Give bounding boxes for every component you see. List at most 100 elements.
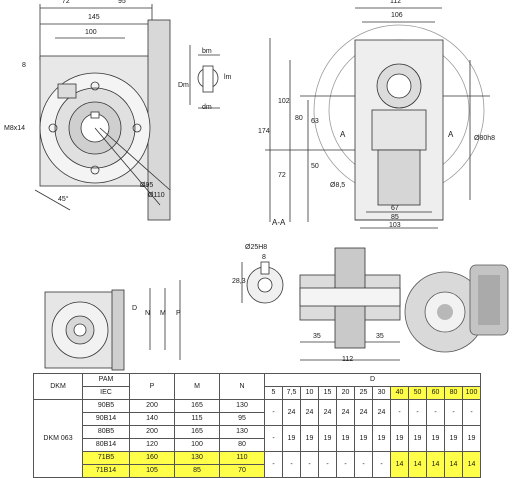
- p-cell: 105: [129, 464, 175, 478]
- d-cell: -: [444, 399, 463, 426]
- dim-50: 50: [311, 163, 319, 170]
- dim-72: 72: [62, 0, 70, 5]
- d-value-header: 7,5: [282, 386, 301, 400]
- table-row: 90B14 140 115 95: [34, 412, 481, 426]
- drawing-canvas: [34, 4, 509, 371]
- dim-100: 100: [85, 29, 97, 36]
- motor-side-view: [44, 280, 181, 371]
- d-cell: 19: [318, 425, 337, 452]
- dim-72-side: 72: [278, 172, 286, 179]
- d-value-header: 20: [336, 386, 355, 400]
- p-cell: 200: [129, 425, 175, 439]
- d-cell: 24: [336, 399, 355, 426]
- shaft-key-width-label: 8: [262, 254, 266, 261]
- dim-8-small: 8: [22, 62, 26, 69]
- d-cell: -: [282, 451, 301, 478]
- d-value-header: 40: [390, 386, 409, 400]
- d-cell: -: [264, 451, 283, 478]
- hollow-dim-left: 35: [313, 333, 321, 340]
- section-mark-left: A: [340, 130, 346, 139]
- d-cell: 24: [300, 399, 319, 426]
- table-row: 71B14 105 85 70: [34, 464, 481, 478]
- d-value-header: 15: [318, 386, 337, 400]
- shaft-dia-label: Ø80h8: [474, 135, 496, 142]
- shaft-key-height-label: 28,3: [232, 278, 246, 285]
- dim-63: 63: [311, 118, 319, 125]
- dim-103: 103: [389, 222, 401, 229]
- lm-label: lm: [224, 74, 232, 81]
- col-p-header: P: [129, 373, 175, 400]
- d-cell: 14: [462, 451, 481, 478]
- model-cell: DKM 063: [33, 399, 83, 478]
- d-value-header: 10: [300, 386, 319, 400]
- pam-cell: 90B14: [82, 412, 130, 426]
- side-view: [265, 7, 490, 229]
- p-cell: 120: [129, 438, 175, 452]
- d-value-header: 30: [372, 386, 391, 400]
- table-row: 80B5 200 165 130 - 19 19 19 19 19 19 19 …: [34, 425, 481, 452]
- dia-95-label: Ø95: [140, 182, 154, 189]
- d-cell: 19: [462, 425, 481, 452]
- d-cell: -: [264, 425, 283, 452]
- col-pam-header: PAM: [82, 373, 130, 387]
- col-dkm-header: DKM: [33, 373, 83, 400]
- dim-95: 95: [118, 0, 126, 5]
- dim-112-top: 112: [390, 0, 402, 5]
- n-cell: 130: [219, 425, 265, 439]
- p-cell: 200: [129, 399, 175, 413]
- d-cell: 14: [390, 451, 409, 478]
- dim-106: 106: [391, 12, 403, 19]
- d-cell: -: [462, 399, 481, 426]
- d-cell: 19: [300, 425, 319, 452]
- shaft-key-detail: [241, 261, 284, 304]
- pam-cell: 71B14: [82, 464, 130, 478]
- table-row: DKM 063 90B5 200 165 130 - 24 24 24 24 2…: [33, 399, 481, 478]
- hollow-dim-right: 35: [376, 333, 384, 340]
- d-cell: 19: [444, 425, 463, 452]
- motor-label-d: D: [132, 305, 138, 312]
- pam-cell: 80B14: [82, 438, 130, 452]
- m-cell: 165: [174, 399, 220, 413]
- gear-motor-illustration: [404, 264, 509, 353]
- d-cell: 24: [354, 399, 373, 426]
- thread-label: M8x14: [4, 125, 26, 132]
- d-cell: 19: [426, 425, 445, 452]
- n-cell: 110: [219, 451, 265, 465]
- d-cell: 24: [282, 399, 301, 426]
- n-cell: 95: [219, 412, 265, 426]
- d-cell: -: [426, 399, 445, 426]
- d-cell: 19: [282, 425, 301, 452]
- d-cell: -: [354, 451, 373, 478]
- dim-174: 174: [258, 128, 270, 135]
- shaft-key-dia-label: Ø25H8: [245, 244, 268, 251]
- bm-label: bm: [202, 48, 212, 55]
- d-cell: 19: [408, 425, 427, 452]
- angle-label: 45°: [58, 196, 69, 203]
- dim-80: 80: [295, 115, 303, 122]
- col-iec-header: IEC: [82, 386, 130, 400]
- d-cell: 19: [354, 425, 373, 452]
- section-mark-right: A: [448, 130, 454, 139]
- p-cell: 140: [129, 412, 175, 426]
- p-cell: 160: [129, 451, 175, 465]
- pam-cell: 80B5: [82, 425, 130, 439]
- dim-67: 67: [391, 205, 399, 212]
- n-cell: 130: [219, 399, 265, 413]
- dim-85: 85: [391, 214, 399, 221]
- table-row: 71B5 160 130 110 - - - - - - - 14 14 14 …: [34, 451, 481, 478]
- d-cell: 14: [444, 451, 463, 478]
- d-cell: -: [300, 451, 319, 478]
- hole-dia-label: Ø8,5: [330, 182, 346, 189]
- m-cell: 115: [174, 412, 220, 426]
- col-n-header: N: [219, 373, 265, 400]
- d-cell: -: [408, 399, 427, 426]
- dim-102: 102: [278, 98, 290, 105]
- motor-label-n: N: [145, 310, 151, 317]
- m-cell: 85: [174, 464, 220, 478]
- hollow-dim-total: 112: [342, 356, 354, 363]
- m-cell: 130: [174, 451, 220, 465]
- n-cell: 80: [219, 438, 265, 452]
- hollow-shaft-view: [299, 247, 401, 361]
- d-value-header: 80: [444, 386, 463, 400]
